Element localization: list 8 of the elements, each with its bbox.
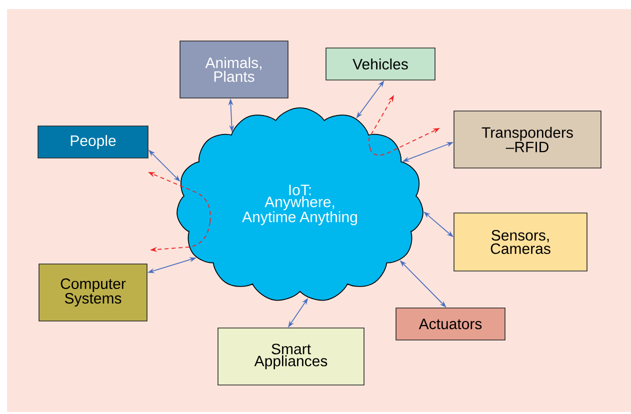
- entity-box: Vehicles: [326, 48, 436, 80]
- entity-box: Smart Appliances: [218, 328, 364, 386]
- entity-box: People: [38, 126, 148, 158]
- entity-box: Animals, Plants: [180, 40, 288, 98]
- entity-box: Computer Systems: [38, 264, 148, 322]
- entity-box: Transponders –RFID: [454, 110, 602, 168]
- entity-box: Actuators: [396, 308, 506, 340]
- entity-box: Sensors, Cameras: [454, 212, 588, 272]
